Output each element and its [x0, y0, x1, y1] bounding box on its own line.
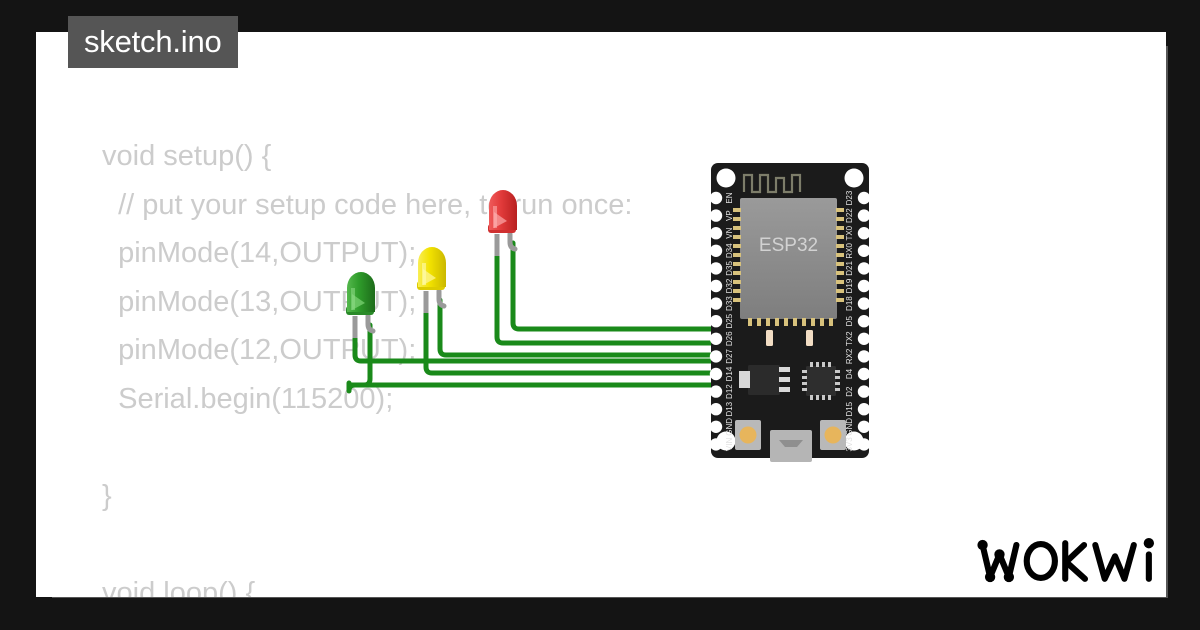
code-line: void loop() {	[102, 576, 256, 598]
file-tab-sketch-ino[interactable]: sketch.ino	[68, 16, 238, 68]
code-line: // put your setup code here, to run once…	[102, 188, 633, 221]
code-block: void setup() { // put your setup code he…	[102, 132, 1002, 597]
wokwi-logo	[977, 537, 1155, 583]
code-line: pinMode(13,OUTPUT);	[102, 285, 417, 318]
code-line: pinMode(14,OUTPUT);	[102, 237, 417, 269]
code-line: void setup() {	[102, 140, 272, 172]
code-line	[102, 423, 1002, 472]
code-line	[102, 520, 1002, 569]
code-line: }	[102, 479, 112, 512]
code-editor-card: void setup() { // put your setup code he…	[36, 32, 1166, 597]
code-line: Serial.begin(115200);	[102, 382, 394, 415]
code-line: pinMode(12,OUTPUT);	[102, 334, 417, 366]
